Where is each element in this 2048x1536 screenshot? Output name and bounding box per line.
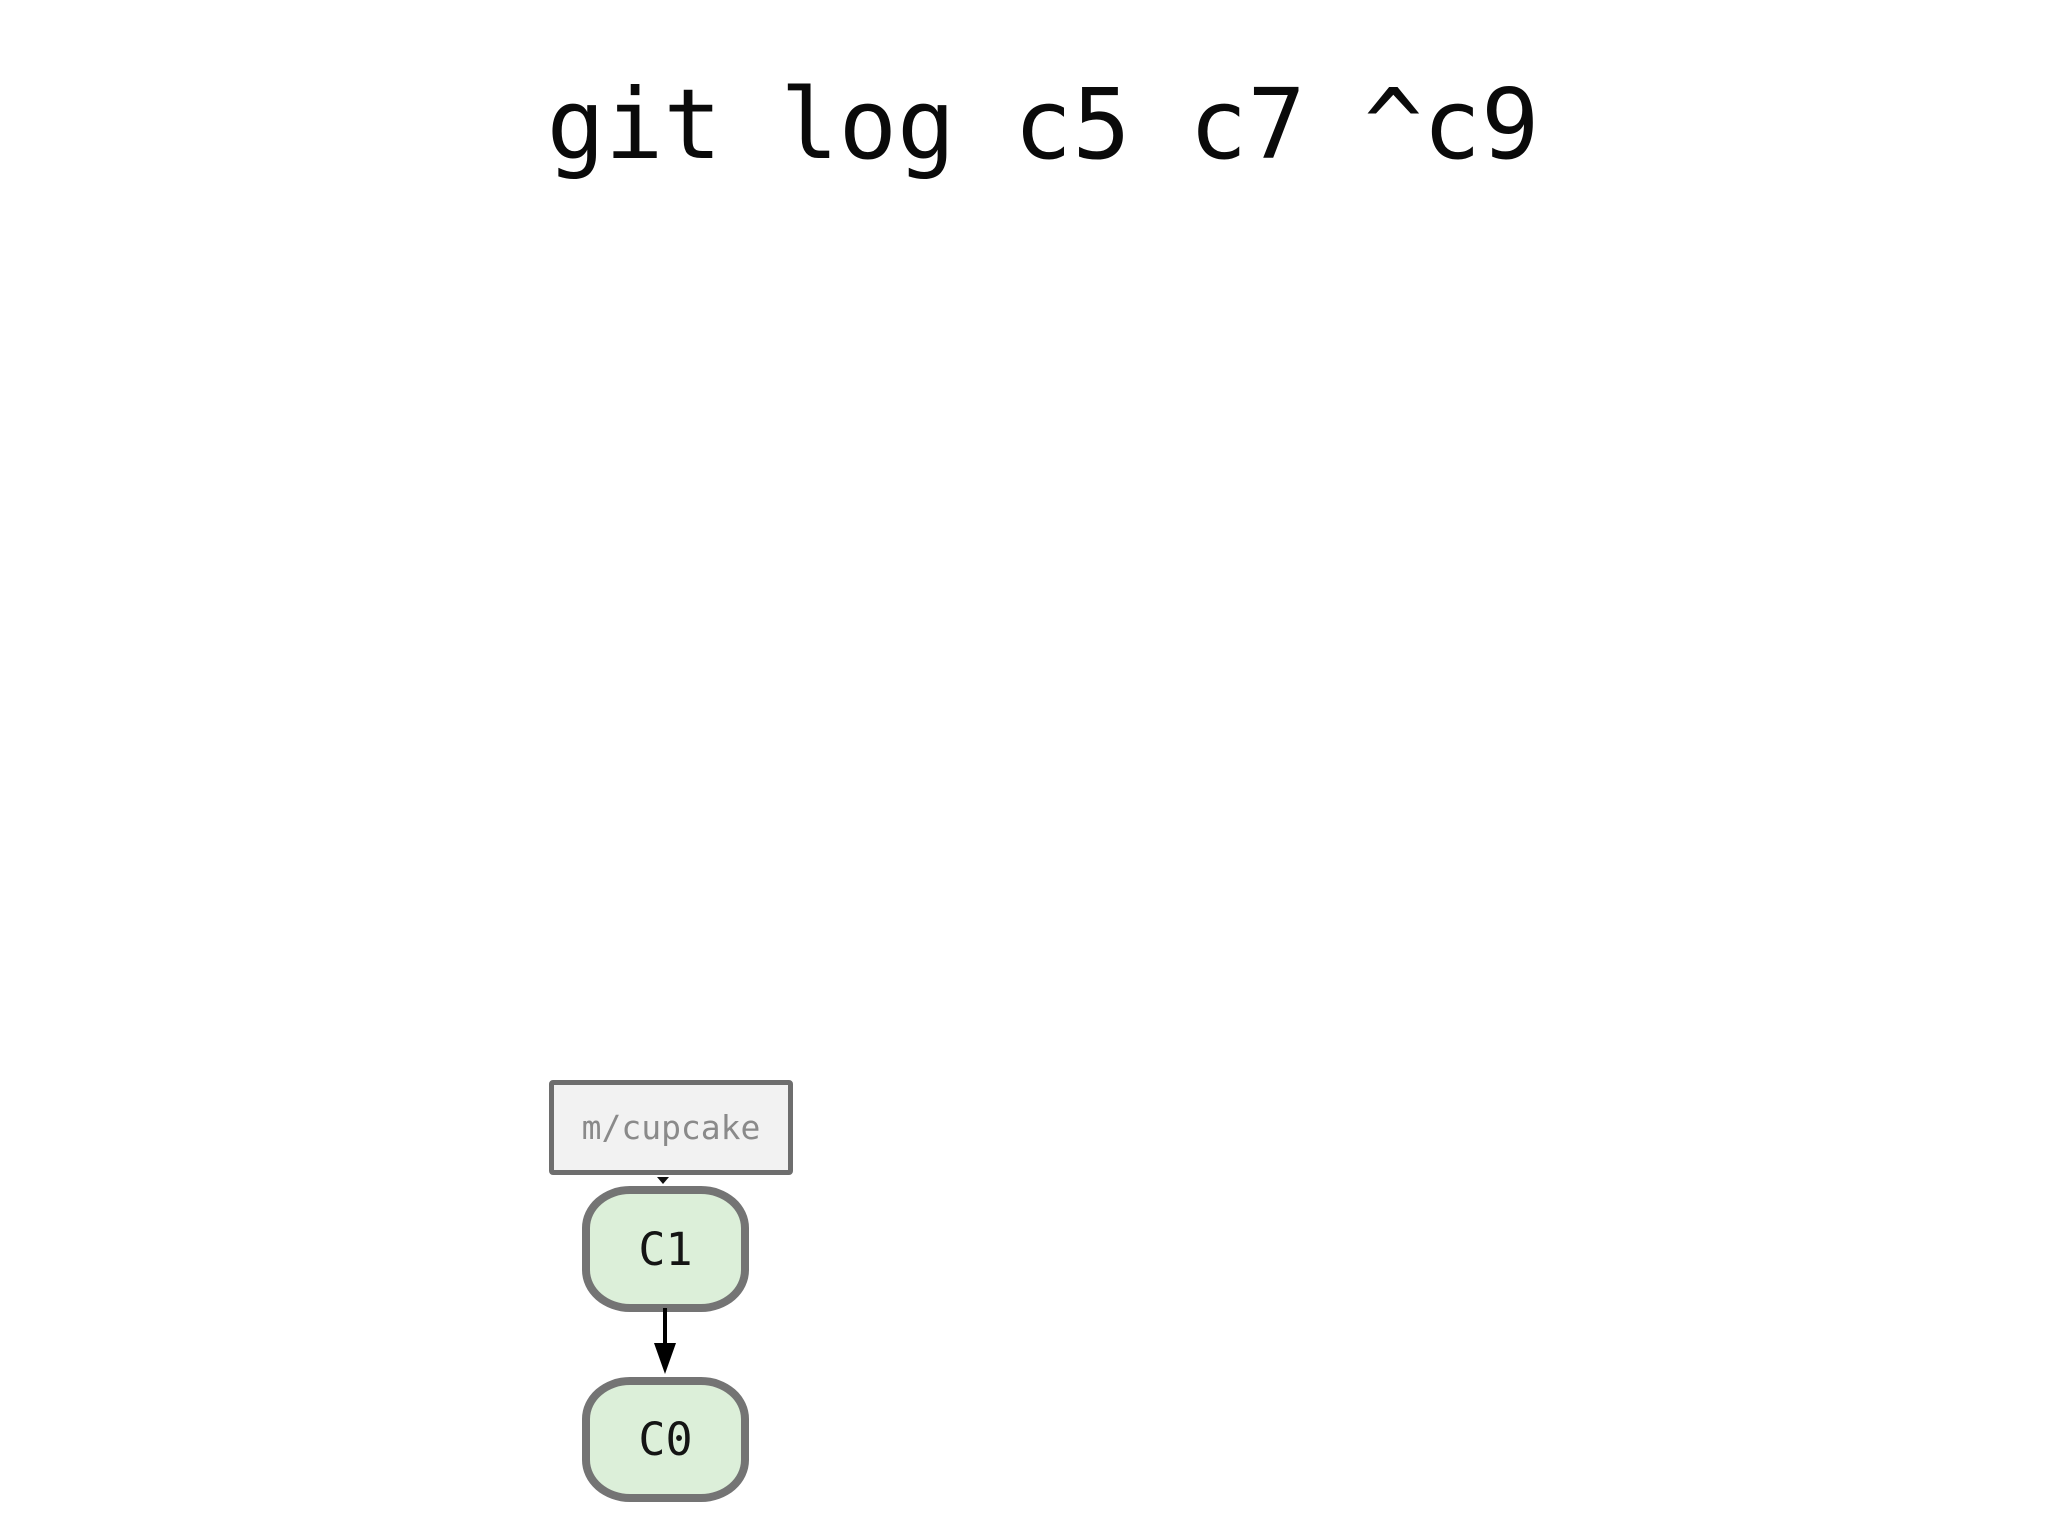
commit-label-c1: C1 [638, 1222, 693, 1276]
command-title: git log c5 c7 ^c9 [546, 68, 1540, 181]
branch-label-m-cupcake: m/cupcake [549, 1080, 793, 1175]
commit-node-c1: C1 [582, 1186, 749, 1312]
commit-node-c0: C0 [582, 1377, 749, 1502]
commit-edge-arrow-icon [654, 1308, 676, 1374]
commit-label-c0: C0 [638, 1413, 693, 1466]
branch-pointer-arrowhead-icon [657, 1177, 669, 1184]
